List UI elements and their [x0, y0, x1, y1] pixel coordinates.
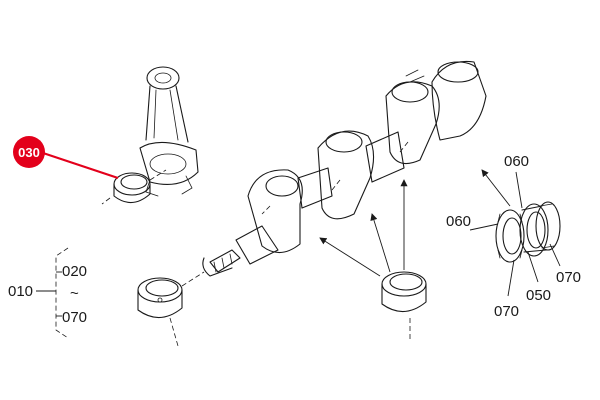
label-050-lower-middle: 050	[526, 287, 551, 304]
label-020: 020	[62, 263, 87, 280]
connecting-rod	[139, 66, 199, 197]
front-main-bearing[interactable]	[137, 271, 205, 347]
label-070-group: 070	[62, 309, 87, 326]
callout-label: 030	[18, 145, 40, 160]
label-separator: ~	[70, 285, 79, 302]
connecting-rod-bearing[interactable]	[101, 169, 167, 205]
thrust-leaders	[469, 171, 561, 297]
label-070-lower-right: 070	[556, 269, 581, 286]
crankshaft	[202, 60, 487, 277]
label-060-upper-right: 060	[504, 153, 529, 170]
callout-030[interactable]: 030	[13, 136, 119, 180]
assembly-arrows	[319, 169, 511, 277]
thrust-bearing-assembly[interactable]	[495, 201, 561, 263]
label-010: 010	[8, 283, 33, 300]
group-bracket: 010 020 ~ 070	[8, 247, 87, 339]
label-070-lower-left: 070	[494, 303, 519, 320]
center-main-bearing[interactable]	[381, 271, 427, 342]
label-060-upper-left: 060	[446, 213, 471, 230]
